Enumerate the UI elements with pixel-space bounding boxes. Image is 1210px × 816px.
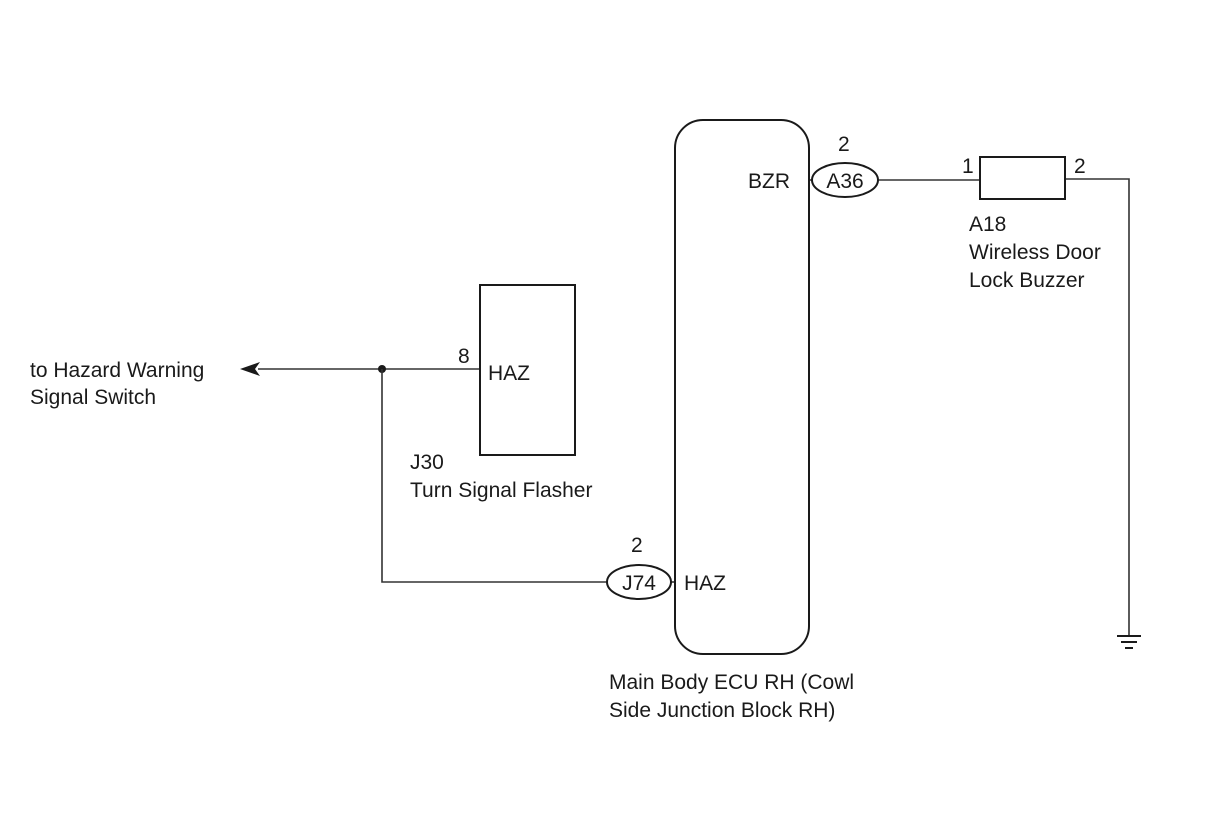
connector-j74: [606, 564, 672, 600]
ground-icon: [1117, 635, 1141, 649]
flasher-name: Turn Signal Flasher: [410, 479, 592, 502]
flasher-code: J30: [410, 451, 444, 474]
wire-junction-to-j74: [381, 369, 608, 583]
arrow-left-icon: [240, 362, 260, 376]
buzzer-code: A18: [969, 213, 1006, 236]
buzzer-pin-out: 2: [1074, 155, 1086, 178]
flasher-box: [479, 284, 576, 456]
ecu-name-1: Main Body ECU RH (Cowl: [609, 671, 854, 694]
connector-j74-code: J74: [622, 572, 656, 595]
ecu-name-2: Side Junction Block RH): [609, 699, 835, 722]
connector-a36-pin: 2: [838, 133, 850, 156]
ecu-terminal-haz: HAZ: [684, 572, 726, 595]
buzzer-pin-in: 1: [962, 155, 974, 178]
hazard-switch-label-2: Signal Switch: [30, 386, 156, 409]
connector-j74-pin: 2: [631, 534, 643, 557]
flasher-terminal-label: HAZ: [488, 362, 530, 385]
buzzer-name-2: Lock Buzzer: [969, 269, 1085, 292]
connector-a36-code: A36: [826, 170, 863, 193]
flasher-pin-label: 8: [458, 345, 470, 368]
hazard-switch-label-1: to Hazard Warning: [30, 359, 204, 382]
ecu-terminal-bzr: BZR: [748, 170, 790, 193]
buzzer-box: [979, 156, 1066, 200]
ecu-box: [674, 119, 810, 655]
wire-buzzer-to-ground: [1065, 178, 1130, 636]
connector-a36: [811, 162, 879, 198]
buzzer-name-1: Wireless Door: [969, 241, 1101, 264]
